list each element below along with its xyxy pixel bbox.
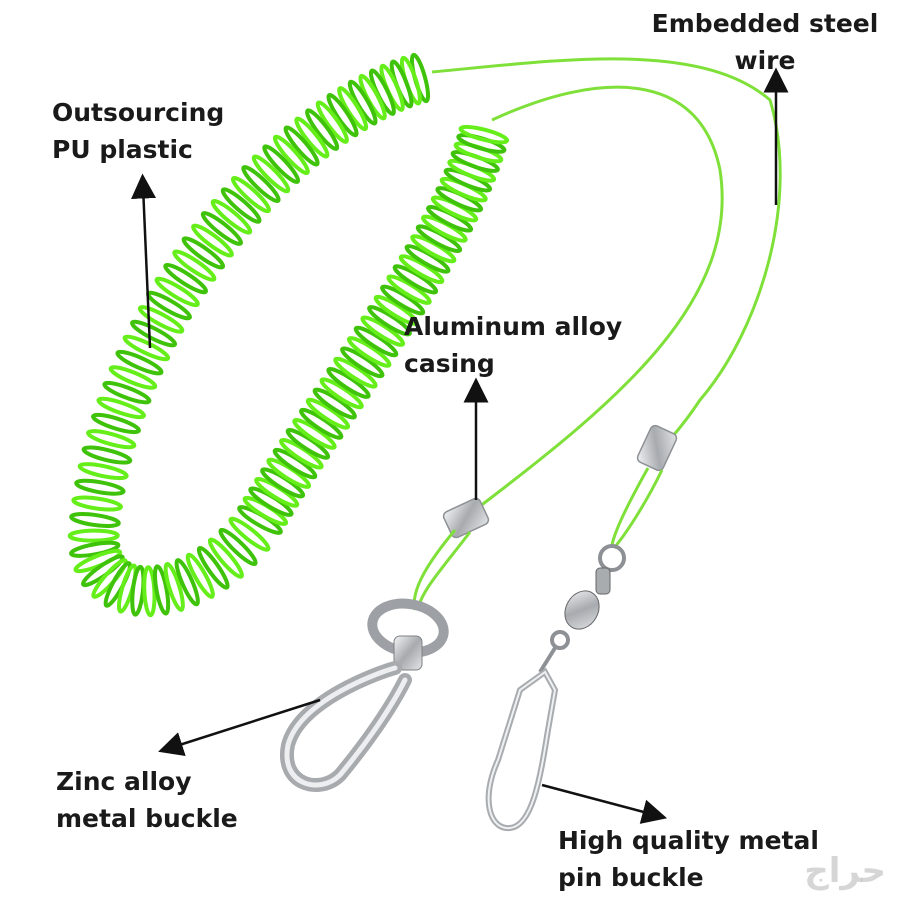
coil-ring — [102, 380, 152, 405]
coil-ring — [373, 294, 419, 326]
label-line: PU plastic — [52, 135, 193, 164]
coil-ring — [174, 558, 200, 607]
zinc-alloy-buckle — [279, 598, 449, 792]
coil-ring — [315, 100, 349, 144]
label-zinc-alloy-metal-buckle: Zinc alloy metal buckle — [56, 763, 238, 837]
coil-ring — [386, 274, 432, 305]
label-line: casing — [404, 349, 495, 378]
coil-ring — [262, 144, 301, 184]
label-high-quality-metal-pin-buckle: High quality metal pin buckle — [558, 822, 819, 896]
watermark-logo: حراج — [804, 851, 886, 891]
label-line: metal buckle — [56, 804, 238, 833]
steel-wire-right — [474, 85, 724, 512]
coil-ring — [163, 262, 208, 295]
coil-ring — [196, 545, 230, 590]
coil-ring — [326, 93, 359, 138]
metal-pin-buckle — [485, 544, 626, 832]
label-aluminum-alloy-casing: Aluminum alloy casing — [404, 308, 622, 382]
coil-ring — [312, 387, 357, 420]
coil-ring — [337, 86, 369, 132]
coil-ring — [67, 528, 120, 543]
coil-ring — [81, 445, 133, 465]
coil-ring — [74, 478, 126, 496]
coil-ring — [137, 305, 185, 334]
coil-ring — [305, 108, 340, 151]
coil-ring — [294, 116, 330, 159]
coil-ring — [142, 565, 157, 618]
coil-ring — [380, 284, 426, 316]
aluminum-casing-right — [636, 424, 678, 472]
arrow-pu-plastic — [131, 173, 157, 349]
coil-ring — [346, 336, 392, 368]
aluminum-casing-left — [442, 497, 490, 539]
coil-ring — [71, 495, 123, 512]
label-line: pin buckle — [558, 863, 704, 892]
label-line: High quality metal — [558, 826, 819, 855]
label-outsourcing-pu-plastic: Outsourcing PU plastic — [52, 94, 224, 168]
coil-ring — [154, 276, 200, 308]
coil-ring — [299, 407, 344, 440]
coil-ring — [69, 540, 121, 558]
coil-ring — [283, 125, 320, 167]
label-line: wire — [734, 46, 796, 75]
coil-ring — [333, 356, 378, 389]
arrow-zinc-buckle — [158, 698, 321, 757]
label-line: Zinc alloy — [56, 767, 192, 796]
coil-ring — [86, 429, 137, 450]
coil-ring — [272, 134, 310, 176]
coil-ring — [292, 417, 337, 450]
coil-ring — [77, 462, 129, 481]
coil-ring — [458, 124, 510, 145]
coiled-pu-cord — [67, 52, 510, 618]
wire-loop-right — [610, 467, 664, 549]
coil-ring — [305, 397, 351, 430]
label-line: Outsourcing — [52, 98, 225, 127]
coil-ring — [69, 512, 121, 528]
coil-ring — [241, 165, 281, 204]
coil-ring — [319, 377, 364, 410]
label-embedded-steel-wire: Embedded steel wire — [640, 5, 890, 79]
label-line: Embedded steel — [651, 9, 879, 38]
coil-ring — [181, 236, 226, 270]
coil-ring — [91, 412, 141, 435]
coil-ring — [210, 199, 253, 235]
coil-ring — [172, 249, 217, 282]
coil-ring — [220, 187, 262, 224]
coil-ring — [251, 154, 291, 194]
coil-ring — [353, 325, 399, 358]
wire-loop-left — [412, 529, 472, 611]
coil-ring — [228, 516, 271, 552]
coil-ring — [152, 564, 171, 616]
steel-wire-left — [431, 57, 782, 457]
coil-ring — [218, 527, 258, 567]
label-line: Aluminum alloy — [404, 312, 623, 341]
coil-ring — [122, 334, 171, 362]
coil-ring — [115, 349, 164, 376]
coil-ring — [367, 305, 412, 337]
coil-ring — [200, 211, 243, 246]
coil-ring — [185, 552, 215, 599]
coil-ring — [108, 365, 158, 390]
coil-ring — [191, 223, 234, 258]
coil-ring — [163, 561, 185, 612]
arrow-pin-buckle — [541, 783, 668, 824]
coil-ring — [326, 367, 371, 399]
coil-ring — [96, 396, 146, 420]
coil-ring — [207, 537, 244, 579]
coil-ring — [130, 319, 178, 348]
coil-ring — [340, 346, 385, 379]
coil-ring — [360, 315, 406, 347]
coil-ring — [230, 175, 272, 214]
